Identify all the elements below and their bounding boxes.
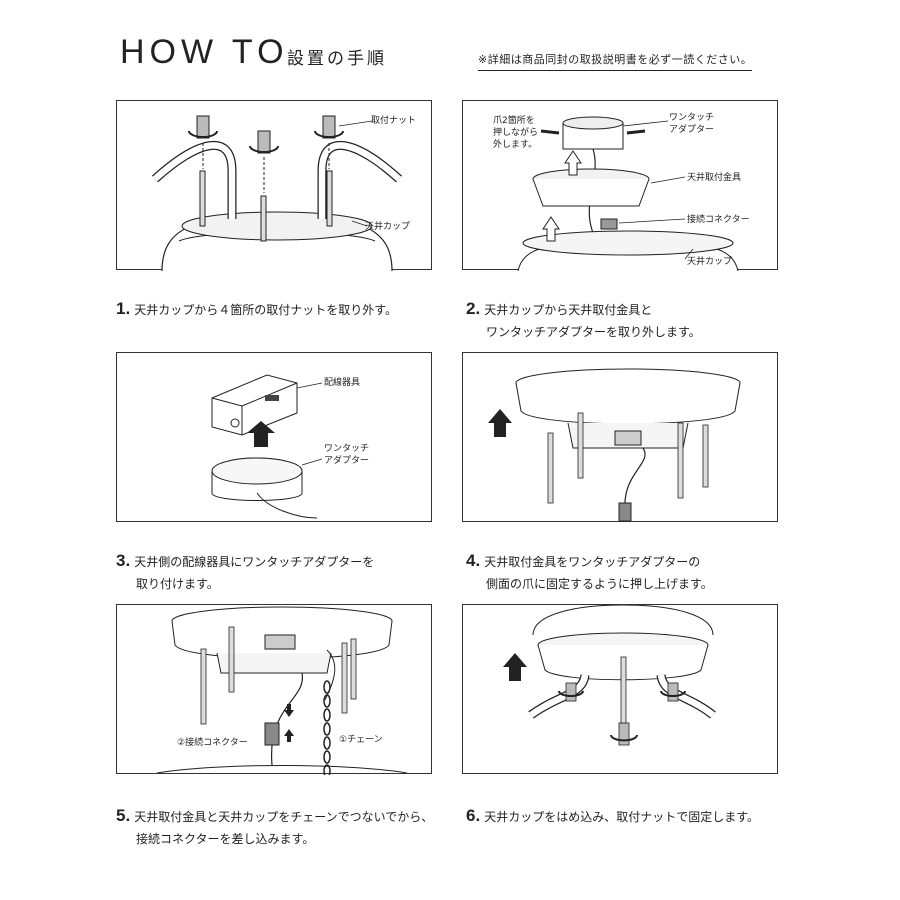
step-6-drawing	[503, 605, 716, 746]
label-connector: 接続コネクター	[687, 213, 750, 225]
step-3-text-line1: 天井側の配線器具にワンタッチアダプターを	[134, 555, 375, 569]
label-one-touch: ワンタッチ	[669, 112, 714, 123]
manual-note: ※詳細は商品同封の取扱説明書を必ず一読ください。	[478, 51, 753, 71]
label-connector: ②接続コネクター	[177, 736, 248, 748]
step-4-number: 4.	[466, 551, 481, 570]
label-chain: ①チェーン	[339, 734, 383, 745]
step-2-text-line1: 天井カップから天井取付金具と	[484, 303, 653, 317]
label-press-claws-1: 爪2箇所を	[493, 114, 535, 126]
label-ceiling-bracket: 天井取付金具	[687, 171, 741, 183]
step-5-drawing: ②接続コネクター ①チェーン	[156, 606, 408, 775]
step-6-number: 6.	[466, 806, 481, 825]
step-5-text-line1: 天井取付金具と天井カップをチェーンでつないでから、	[134, 810, 434, 824]
step-4-text-line2: 側面の爪に固定するように押し上げます。	[486, 577, 713, 591]
step-3-illustration: 配線器具 ワンタッチ アダプター	[116, 352, 432, 522]
step-5-caption: 5.天井取付金具と天井カップをチェーンでつないでから、 接続コネクターを差し込み…	[116, 805, 433, 850]
step-4-caption: 4.天井取付金具をワンタッチアダプターの 側面の爪に固定するように押し上げます。	[466, 550, 713, 595]
step-5-text-line2: 接続コネクターを差し込みます。	[136, 832, 315, 846]
step-3-text-line2: 取り付けます。	[136, 577, 219, 591]
step-6-caption: 6.天井カップをはめ込み、取付ナットで固定します。	[466, 805, 759, 828]
step-5-illustration: ②接続コネクター ①チェーン	[116, 604, 432, 775]
page-title: HOW TO	[120, 33, 289, 71]
step-1-drawing: 取付ナット 天井カップ	[151, 115, 416, 271]
step-2-drawing: 爪2箇所を 押しながら 外します。 ワンタッチ アダプター 天井取付金具 接続コ…	[493, 112, 750, 271]
label-wiring-fixture: 配線器具	[324, 376, 360, 388]
step-2-number: 2.	[466, 299, 481, 318]
step-1-number: 1.	[116, 299, 131, 318]
step-6-text-line1: 天井カップをはめ込み、取付ナットで固定します。	[484, 810, 759, 824]
label-press-claws-2: 押しながら	[493, 126, 538, 138]
step-4-drawing	[488, 368, 741, 522]
step-5-number: 5.	[116, 806, 131, 825]
label-one-touch: ワンタッチ	[324, 443, 369, 454]
step-1-illustration: 取付ナット 天井カップ	[116, 100, 432, 271]
label-press-claws-3: 外します。	[493, 138, 537, 150]
step-4-illustration	[462, 352, 778, 522]
step-3-number: 3.	[116, 551, 131, 570]
step-3-caption: 3.天井側の配線器具にワンタッチアダプターを 取り付けます。	[116, 550, 374, 595]
label-ceiling-cup: 天井カップ	[687, 255, 732, 267]
label-mounting-nut: 取付ナット	[371, 115, 416, 126]
page-subtitle: 設置の手順	[287, 49, 387, 69]
step-2-text-line2: ワンタッチアダプターを取り外します。	[486, 325, 701, 339]
step-2-caption: 2.天井カップから天井取付金具と ワンタッチアダプターを取り外します。	[466, 298, 701, 343]
step-1-text-line1: 天井カップから４箇所の取付ナットを取り外す。	[134, 303, 397, 317]
label-adapter: アダプター	[669, 123, 714, 135]
step-4-text-line1: 天井取付金具をワンタッチアダプターの	[484, 555, 701, 569]
label-ceiling-cup: 天井カップ	[365, 220, 410, 232]
step-3-drawing: 配線器具 ワンタッチ アダプター	[211, 374, 369, 519]
step-1-caption: 1.天井カップから４箇所の取付ナットを取り外す。	[116, 298, 397, 321]
label-adapter: アダプター	[324, 454, 369, 466]
step-2-illustration: 爪2箇所を 押しながら 外します。 ワンタッチ アダプター 天井取付金具 接続コ…	[462, 100, 778, 271]
step-6-illustration	[462, 604, 778, 774]
